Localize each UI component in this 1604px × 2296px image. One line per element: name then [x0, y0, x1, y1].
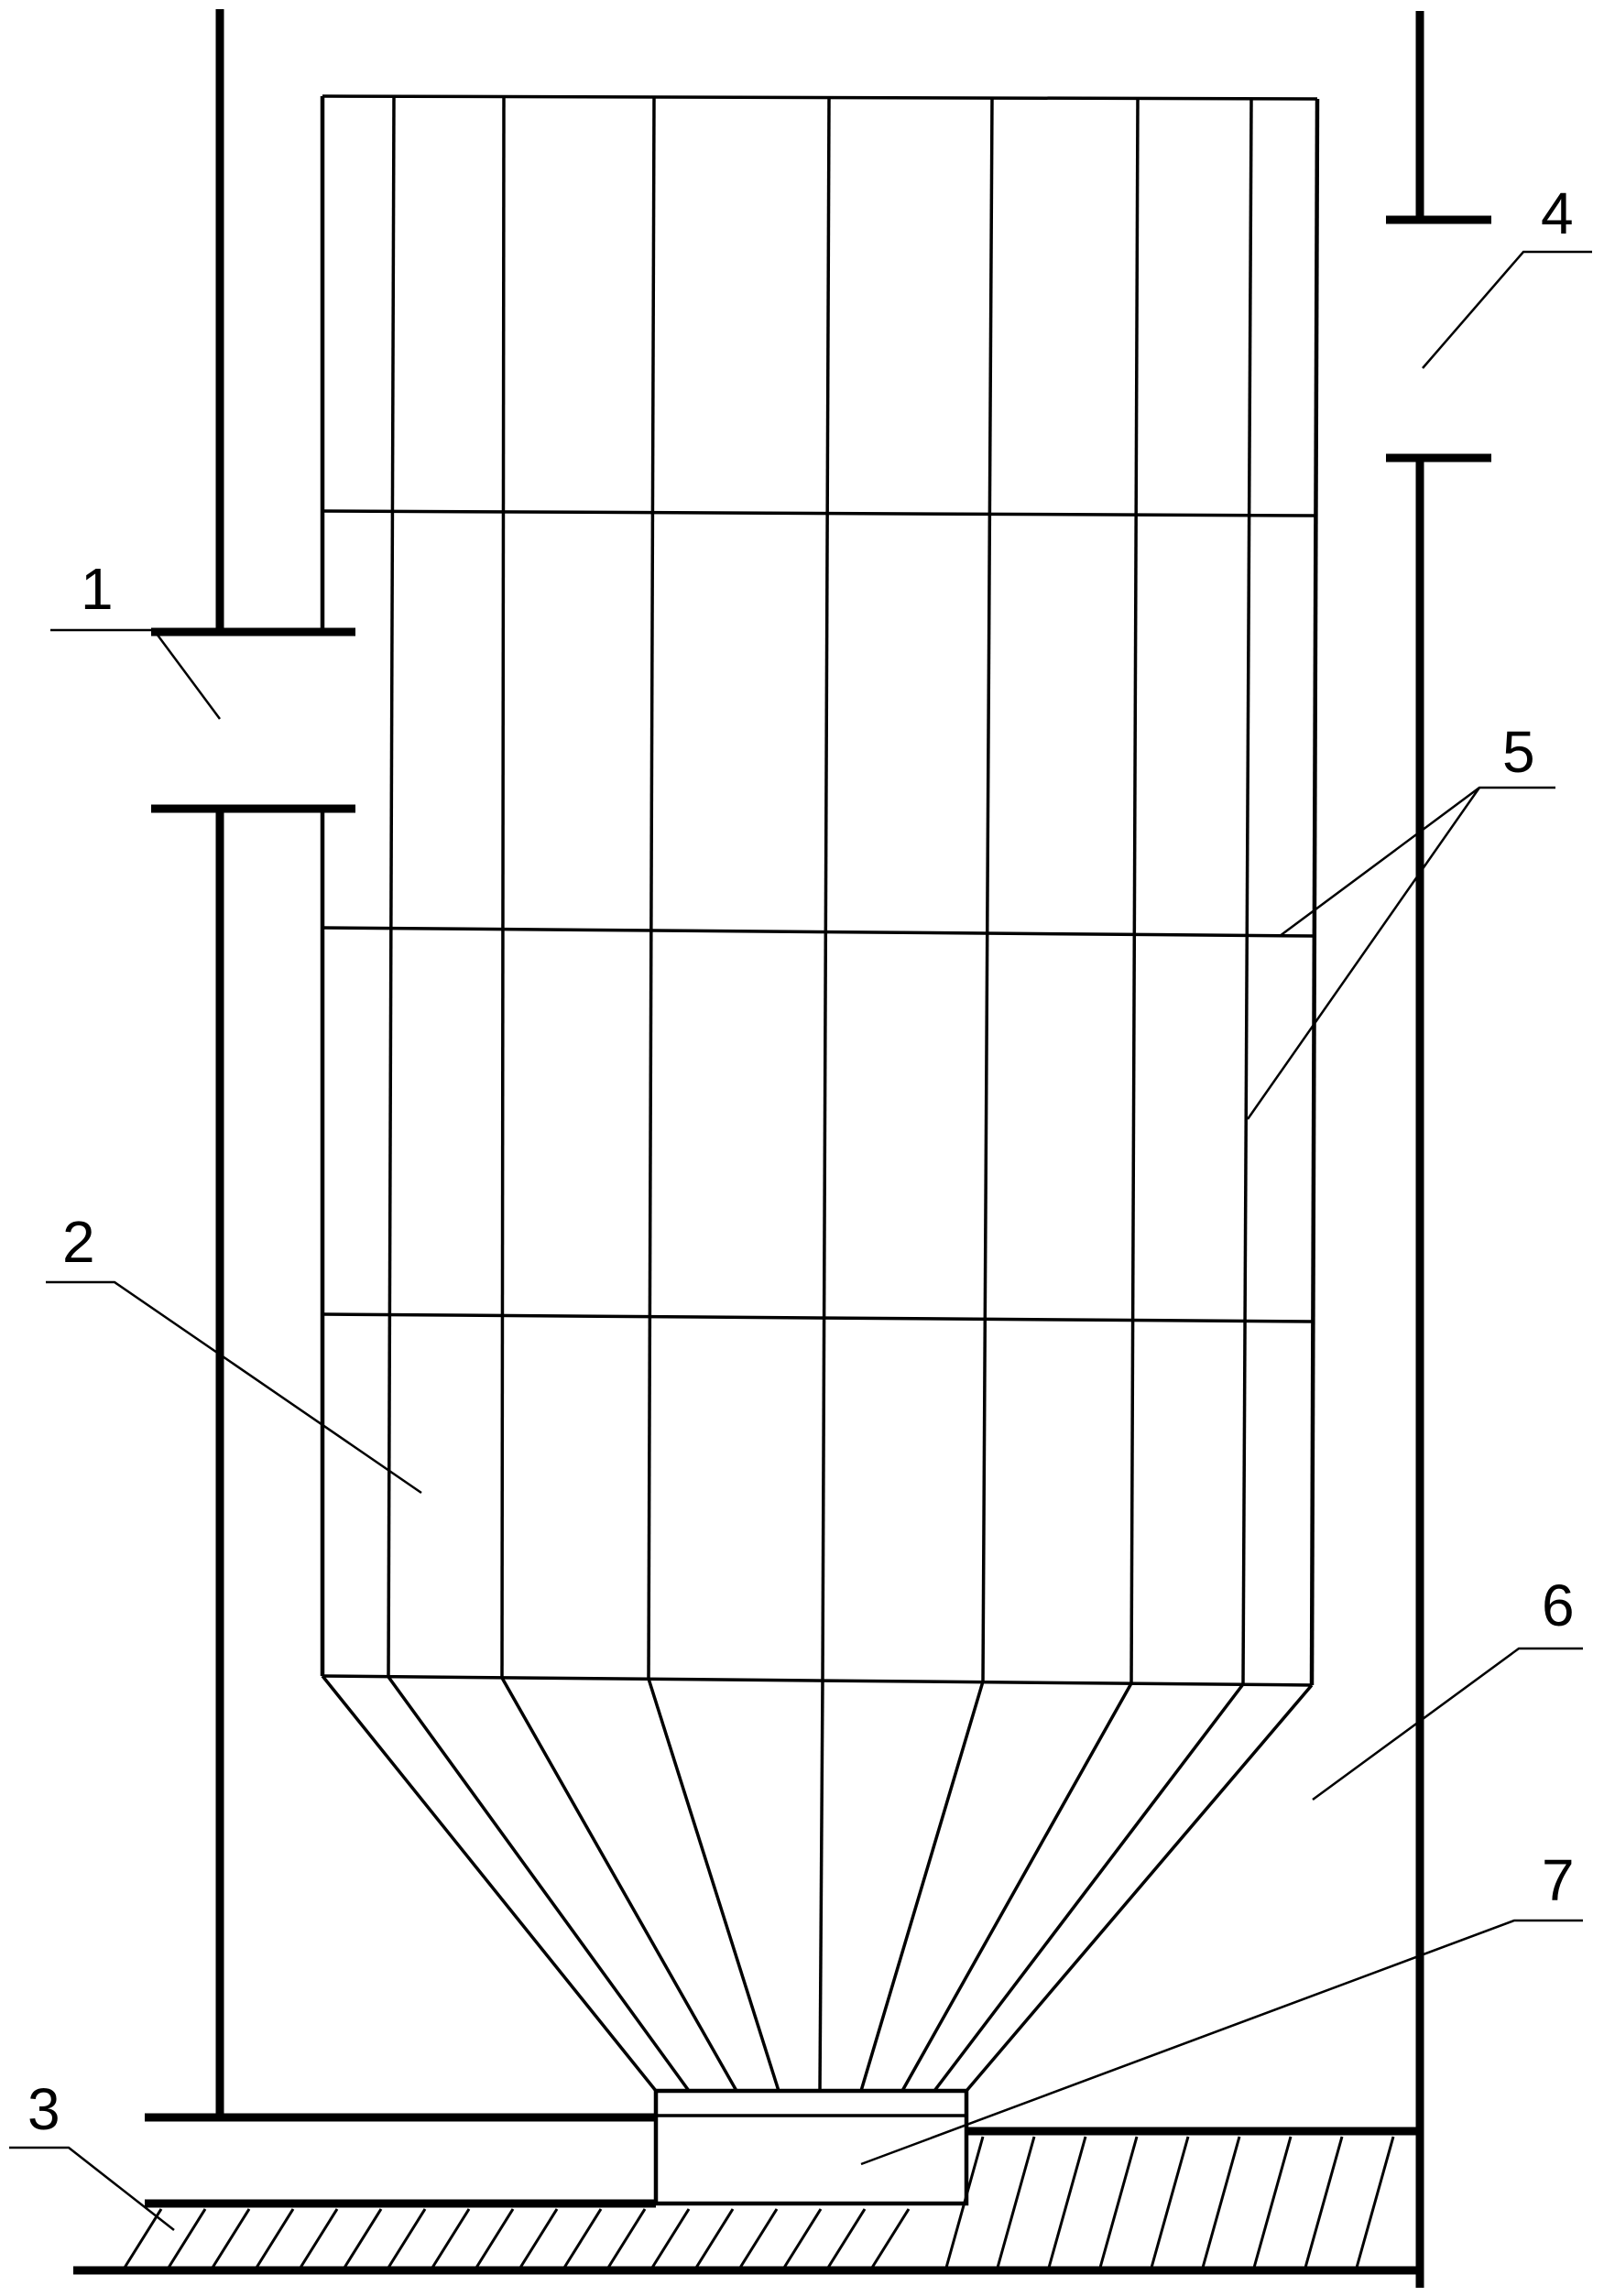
hatch-line-left-5	[343, 2208, 383, 2269]
hatch-line-left-7	[431, 2208, 471, 2269]
cage-right-edge	[1309, 98, 1320, 1686]
rib-4	[821, 97, 831, 1681]
cone-rib-0	[321, 1674, 658, 2093]
ring-1	[322, 509, 1315, 517]
hatch-line-right-1	[996, 2136, 1036, 2269]
leader-1	[50, 628, 222, 720]
rib-6	[1129, 98, 1140, 1684]
cone-rib-6	[900, 1682, 1133, 2092]
label-7: 7	[1542, 1847, 1575, 1913]
hatch-line-left-14	[738, 2208, 779, 2269]
rib-7	[1241, 98, 1253, 1685]
part-labels: 1 2 3 4 5 6 7	[27, 180, 1575, 2142]
hatch-line-left-4	[299, 2208, 339, 2269]
cone-rib-5	[859, 1681, 985, 2092]
hatch-line-left-6	[387, 2208, 427, 2269]
hatch-line-left-12	[650, 2208, 691, 2269]
hatch-line-left-16	[826, 2208, 867, 2269]
cone-bottom	[321, 1674, 1314, 2093]
label-2: 2	[62, 1209, 95, 1275]
label-5: 5	[1502, 719, 1535, 785]
label-6: 6	[1542, 1572, 1575, 1638]
hatch-line-left-2	[211, 2208, 251, 2269]
hatch-line-left-17	[870, 2208, 911, 2269]
nozzle-box	[653, 2088, 969, 2206]
leader-lines	[9, 250, 1592, 2231]
ring-3	[322, 1312, 1314, 1323]
rib-5	[981, 97, 994, 1682]
label-4: 4	[1541, 180, 1574, 246]
cone-rib-7	[933, 1682, 1245, 2093]
leader-4	[1422, 250, 1592, 369]
label-3: 3	[27, 2076, 60, 2142]
cone-rib-2	[500, 1677, 738, 2092]
rib-3	[647, 97, 656, 1680]
hatch-line-left-15	[782, 2208, 823, 2269]
leader-5b	[1246, 787, 1481, 1120]
cage-bottom-edge	[322, 1674, 1313, 1687]
leader-7	[860, 1919, 1583, 2166]
cone-rib-3	[647, 1678, 780, 2092]
hatch-line-left-11	[606, 2208, 647, 2269]
hatch-line-left-10	[562, 2208, 603, 2269]
cage-top-edge	[322, 94, 1318, 101]
nozzle-rect	[653, 2088, 969, 2206]
hatch-line-right-3	[1098, 2136, 1139, 2269]
rib-2	[500, 96, 506, 1679]
ring-2	[322, 926, 1315, 938]
hatch-line-right-5	[1201, 2136, 1241, 2269]
hatch-line-left-8	[475, 2208, 515, 2269]
leader-2	[46, 1280, 422, 1495]
hatch-line-left-1	[167, 2208, 207, 2269]
filter-cage	[320, 94, 1320, 1687]
hatch-line-right-6	[1252, 2136, 1293, 2269]
hatched-base	[123, 2136, 1395, 2269]
hatch-line-right-2	[1047, 2136, 1087, 2269]
leader-6	[1312, 1647, 1583, 1801]
hatch-line-right-0	[944, 2136, 985, 2269]
hatch-line-right-8	[1355, 2136, 1395, 2269]
label-1: 1	[81, 556, 114, 622]
hatch-line-left-13	[694, 2208, 735, 2269]
cone-rib-8	[965, 1683, 1314, 2093]
hatch-line-left-0	[123, 2208, 163, 2269]
cone-rib-4	[818, 1680, 824, 2092]
hatch-line-left-9	[518, 2208, 559, 2269]
hatch-line-right-7	[1304, 2136, 1344, 2269]
rib-1	[387, 96, 396, 1678]
outer-vessel	[73, 9, 1491, 2288]
hatch-line-right-4	[1150, 2136, 1190, 2269]
cone-rib-1	[387, 1675, 691, 2093]
hatch-line-left-3	[255, 2208, 295, 2269]
leader-3	[9, 2146, 175, 2231]
